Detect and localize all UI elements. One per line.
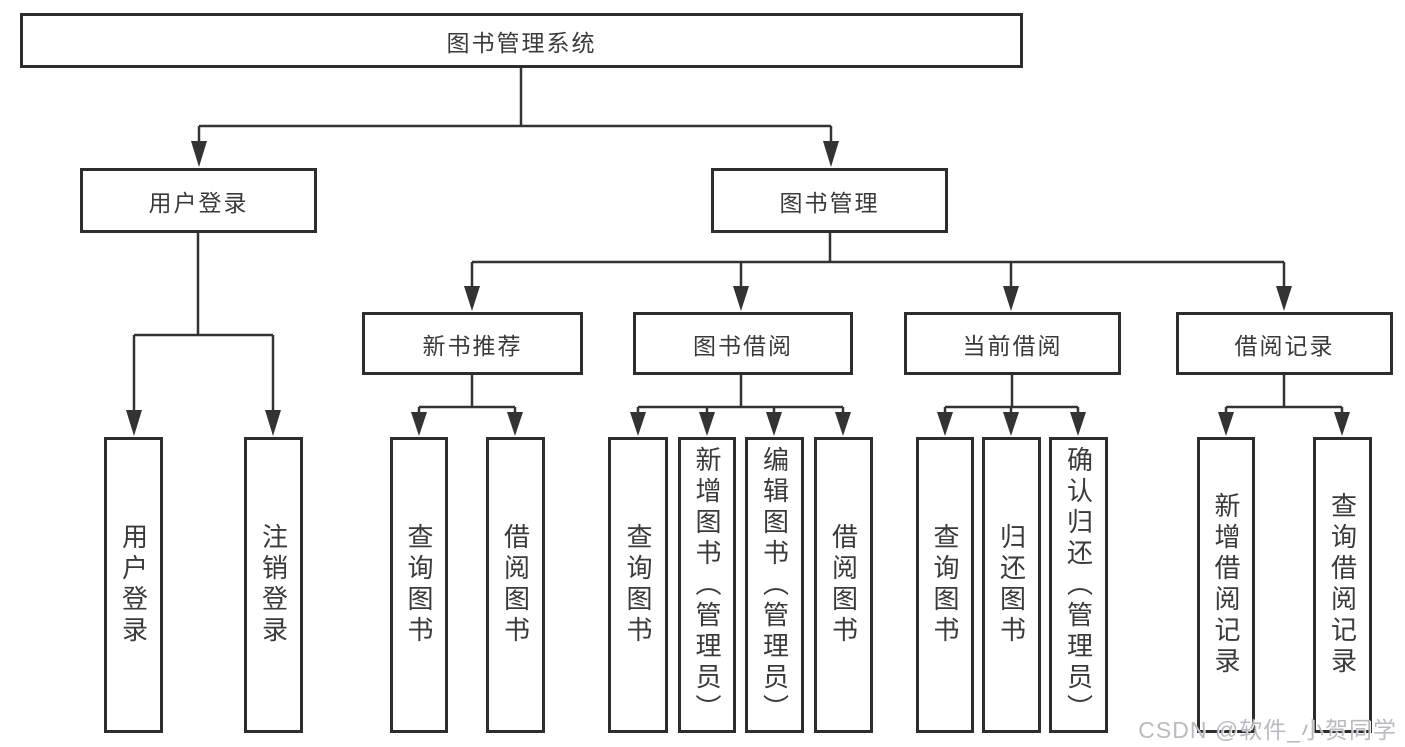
node-label: 注销登录 xyxy=(258,523,289,647)
leaf-query-books: 查询图书 xyxy=(390,437,448,733)
node-current-borrowing: 当前借阅 xyxy=(904,312,1121,375)
node-label: 新增图书（管理员） xyxy=(692,445,722,725)
node-label: 图书管理系统 xyxy=(446,29,597,56)
node-label: 当前借阅 xyxy=(962,332,1063,359)
node-book-borrowing: 图书借阅 xyxy=(633,312,853,375)
node-label: 确认归还（管理员） xyxy=(1063,445,1094,725)
node-label: 编辑图书（管理员） xyxy=(759,445,790,725)
leaf-add-books-admin: 新增图书（管理员） xyxy=(678,437,736,733)
leaf-query-books: 查询图书 xyxy=(916,437,974,733)
node-label: 新增借阅记录 xyxy=(1211,492,1241,678)
node-new-book-recommendation: 新书推荐 xyxy=(362,312,583,375)
node-label: 查询图书 xyxy=(404,523,434,647)
node-label: 查询图书 xyxy=(623,523,653,647)
node-label: 查询图书 xyxy=(930,523,960,647)
node-label: 借阅图书 xyxy=(500,523,531,647)
leaf-logout: 注销登录 xyxy=(244,437,303,733)
leaf-confirm-return-admin: 确认归还（管理员） xyxy=(1049,437,1108,733)
csdn-watermark: CSDN @软件_小贺同学 xyxy=(1138,717,1397,743)
node-label: 借阅记录 xyxy=(1234,332,1335,359)
node-user-login: 用户登录 xyxy=(80,168,317,233)
node-label: 新书推荐 xyxy=(422,332,523,359)
leaf-query-borrow-record: 查询借阅记录 xyxy=(1313,437,1372,733)
node-book-management: 图书管理 xyxy=(711,168,948,233)
leaf-user-login: 用户登录 xyxy=(104,437,163,733)
node-label: 查询借阅记录 xyxy=(1327,492,1358,678)
node-label: 归还图书 xyxy=(996,523,1027,647)
leaf-borrow-books: 借阅图书 xyxy=(486,437,545,733)
node-label: 图书管理 xyxy=(779,189,880,216)
leaf-add-borrow-record: 新增借阅记录 xyxy=(1197,437,1255,733)
leaf-return-books: 归还图书 xyxy=(982,437,1041,733)
leaf-borrow-books: 借阅图书 xyxy=(814,437,873,733)
node-label: 用户登录 xyxy=(118,523,149,647)
node-label: 图书借阅 xyxy=(693,332,793,359)
leaf-edit-books-admin: 编辑图书（管理员） xyxy=(745,437,804,733)
leaf-query-books: 查询图书 xyxy=(608,437,668,733)
node-library-management-system: 图书管理系统 xyxy=(20,13,1023,68)
node-label: 借阅图书 xyxy=(828,523,859,647)
node-borrowing-records: 借阅记录 xyxy=(1176,312,1393,375)
node-label: 用户登录 xyxy=(148,189,249,216)
